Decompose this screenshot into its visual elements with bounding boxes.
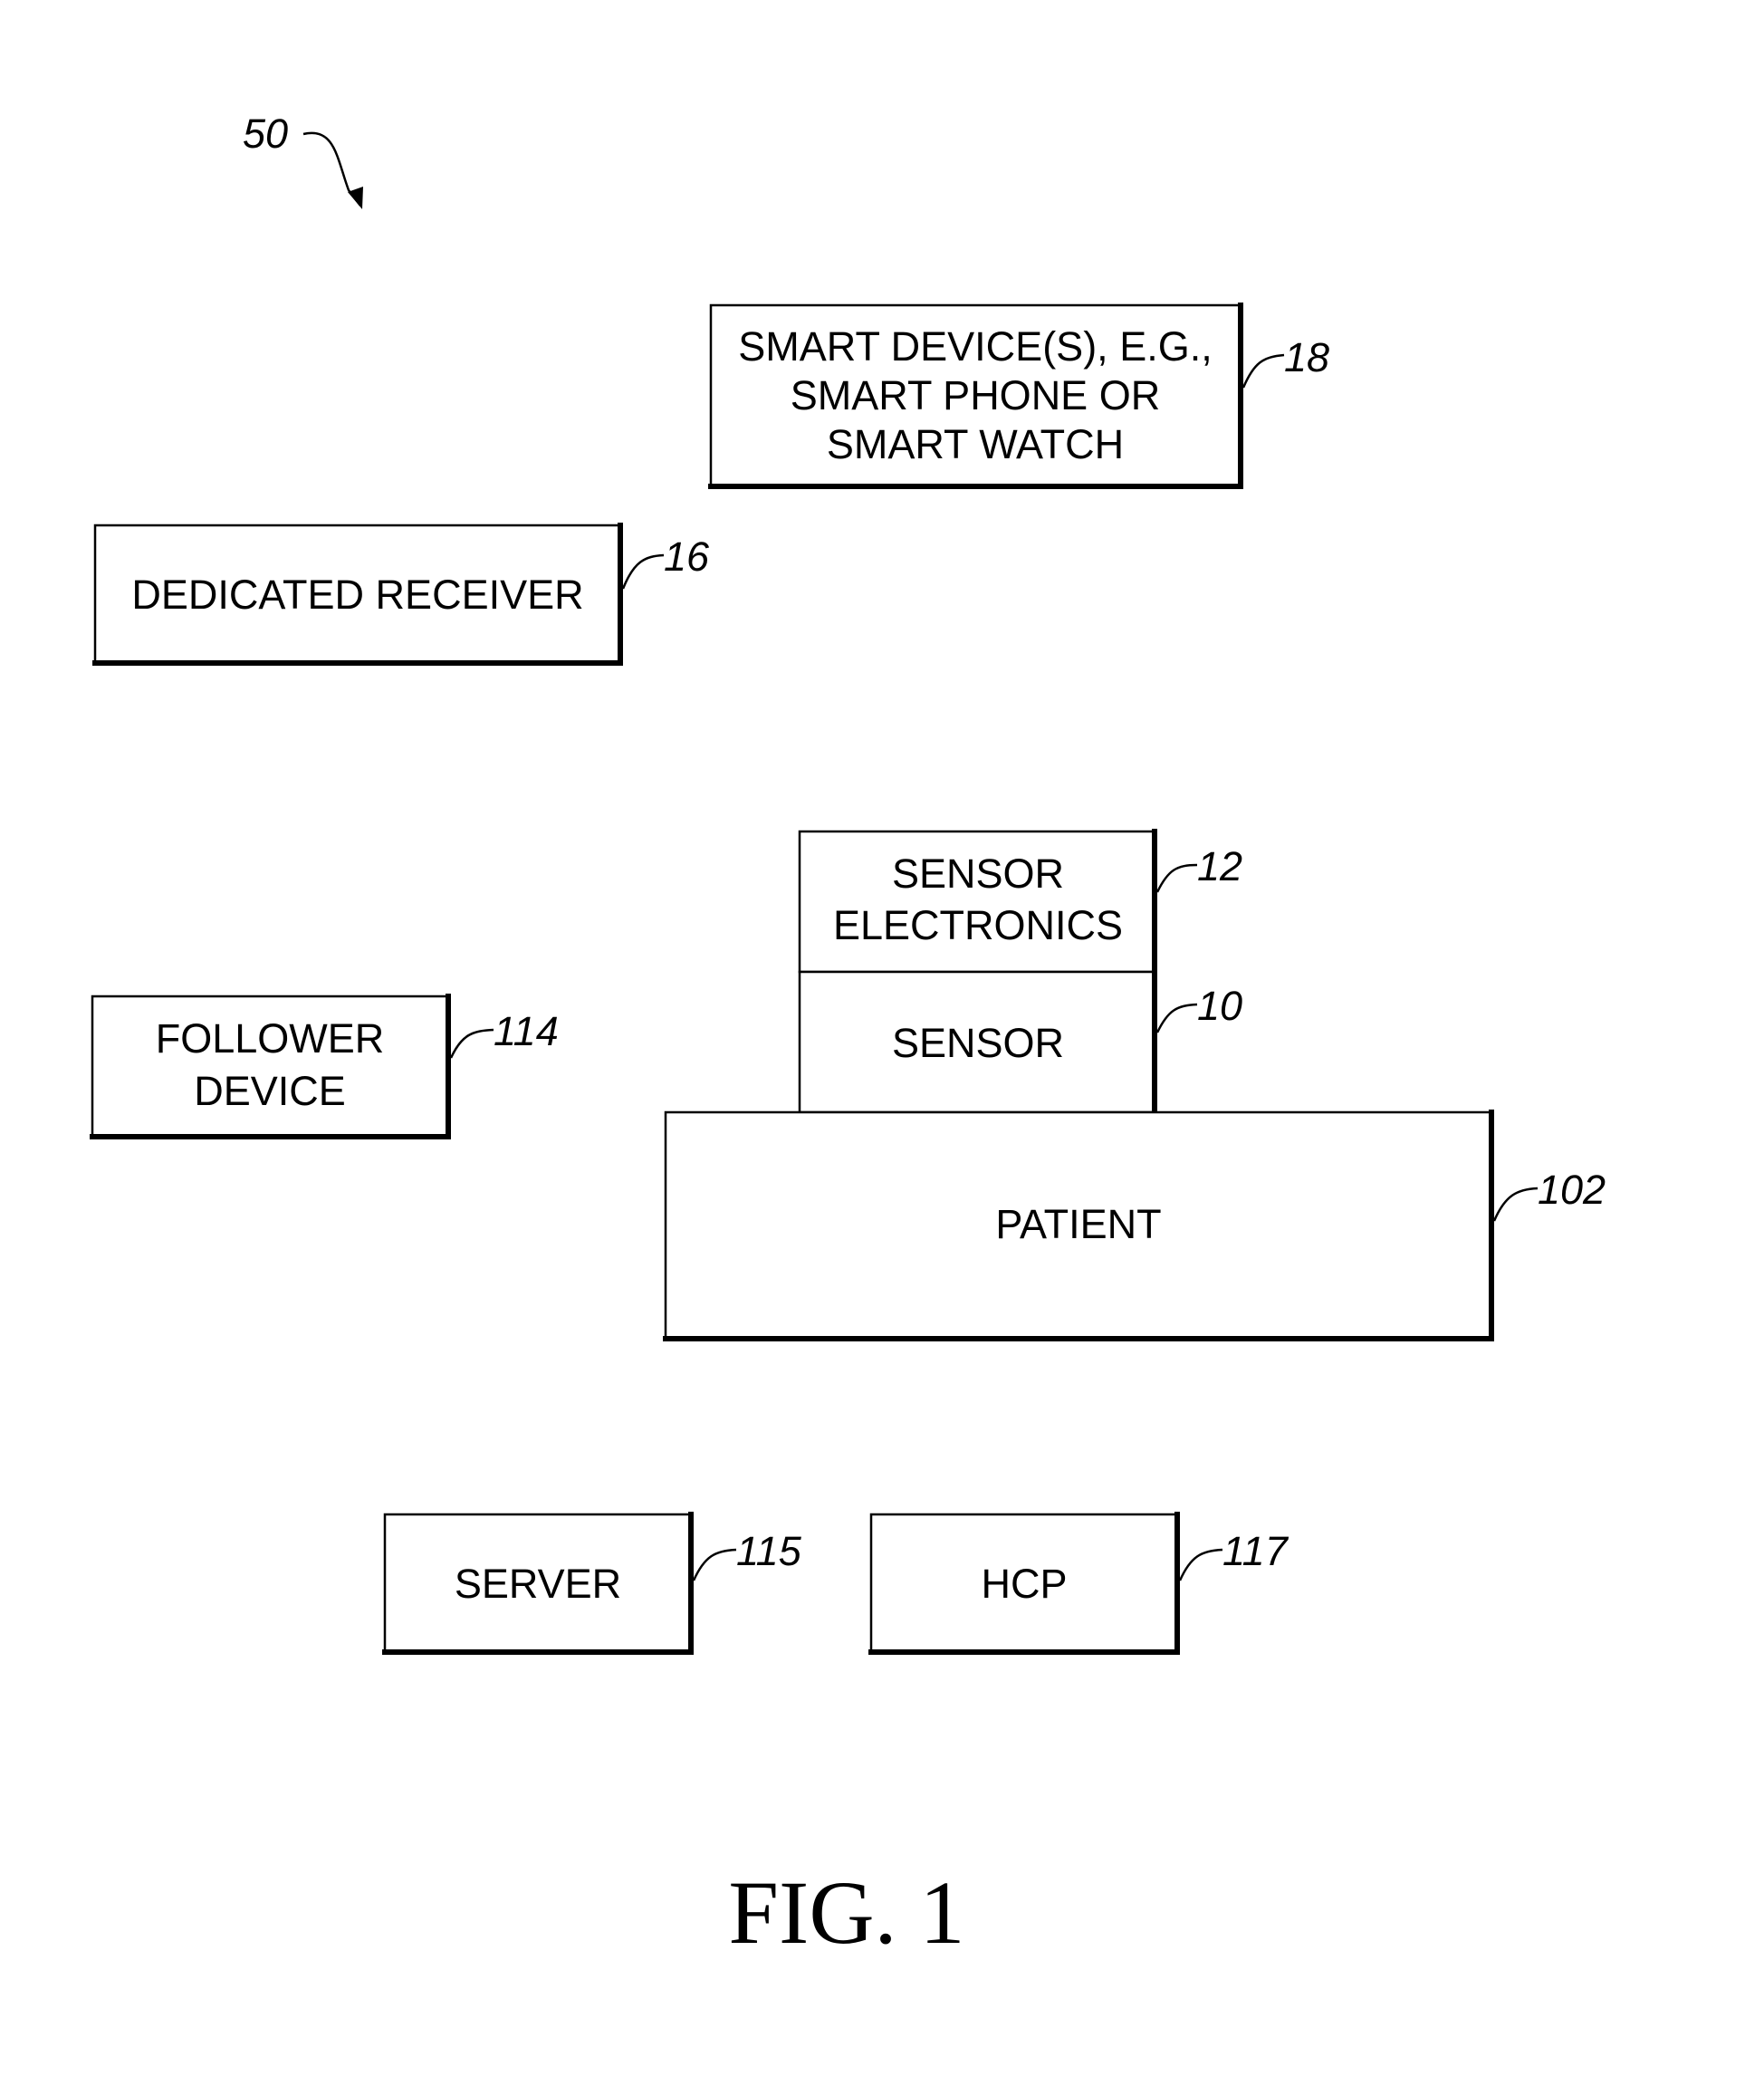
patient-block: PATIENT 102 xyxy=(666,1112,1606,1339)
hcp-ref: 117 xyxy=(1222,1528,1289,1574)
follower-device-line-1: FOLLOWER xyxy=(156,1015,385,1062)
sensor-electronics-line-2: ELECTRONICS xyxy=(833,902,1123,948)
follower-device-line-2: DEVICE xyxy=(194,1068,346,1114)
smart-device-ref: 18 xyxy=(1284,334,1329,380)
patient-leader xyxy=(1494,1188,1538,1221)
smart-device-line-3: SMART WATCH xyxy=(827,421,1124,467)
sensor-electronics-line-1: SENSOR xyxy=(892,850,1064,897)
figure-caption: FIG. 1 xyxy=(728,1862,964,1963)
dedicated-receiver-ref: 16 xyxy=(664,533,710,580)
follower-device-block: FOLLOWER DEVICE 114 xyxy=(92,996,559,1137)
arrowhead-icon xyxy=(348,187,363,209)
smart-device-line-2: SMART PHONE OR xyxy=(791,372,1160,418)
hcp-block: HCP 117 xyxy=(871,1514,1289,1652)
sensor-block: SENSOR 10 xyxy=(800,972,1242,1112)
patient-label: PATIENT xyxy=(995,1201,1161,1247)
hcp-label: HCP xyxy=(981,1561,1067,1607)
follower-device-leader xyxy=(451,1030,494,1058)
sensor-electronics-ref: 12 xyxy=(1197,843,1242,889)
server-leader xyxy=(694,1550,736,1581)
smart-device-leader xyxy=(1243,355,1284,388)
server-label: SERVER xyxy=(455,1561,621,1607)
sensor-ref: 10 xyxy=(1197,983,1242,1029)
server-block: SERVER 115 xyxy=(385,1514,802,1652)
sensor-electronics-leader xyxy=(1157,865,1197,892)
hcp-leader xyxy=(1180,1550,1222,1581)
patient-ref: 102 xyxy=(1538,1167,1606,1213)
smart-device-line-1: SMART DEVICE(S), E.G., xyxy=(738,323,1212,370)
figure-number-label: 50 xyxy=(243,111,288,157)
dedicated-receiver-block: DEDICATED RECEIVER 16 xyxy=(95,525,710,663)
sensor-label: SENSOR xyxy=(892,1020,1064,1066)
smart-device-block: SMART DEVICE(S), E.G., SMART PHONE OR SM… xyxy=(711,305,1329,486)
server-ref: 115 xyxy=(736,1528,802,1574)
follower-device-ref: 114 xyxy=(494,1008,559,1054)
dedicated-receiver-leader xyxy=(623,555,664,589)
figure-number-ref: 50 xyxy=(243,111,363,209)
dedicated-receiver-label: DEDICATED RECEIVER xyxy=(131,572,583,618)
sensor-electronics-block: SENSOR ELECTRONICS 12 xyxy=(800,831,1242,972)
sensor-leader xyxy=(1157,1004,1197,1033)
